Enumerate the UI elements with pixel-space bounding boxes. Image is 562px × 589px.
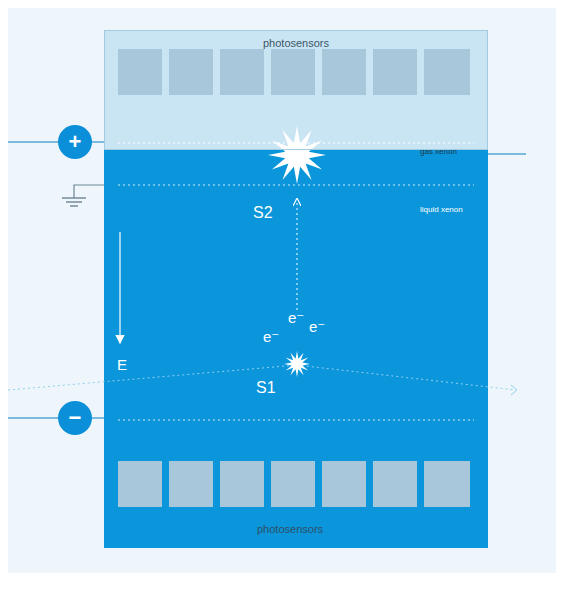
field-arrow <box>119 232 120 343</box>
node-text: photosensors <box>105 37 487 49</box>
cathode-terminal: − <box>58 401 92 435</box>
signal-label: S1 <box>256 380 276 396</box>
ground-wire <box>74 185 104 198</box>
ground-symbol <box>66 201 82 202</box>
liquid-region <box>104 150 488 548</box>
liquid-surface <box>118 185 474 186</box>
s2-flash <box>268 126 326 184</box>
anode-wire <box>488 153 526 154</box>
node-text: − <box>58 406 92 430</box>
cathode-grid <box>118 420 474 421</box>
photosensor-array <box>118 461 470 507</box>
ground-symbol <box>70 205 78 206</box>
photosensor-band: photosensors <box>104 30 488 150</box>
s1-flash <box>284 351 310 377</box>
node-text: + <box>58 130 92 154</box>
anode-terminal: + <box>58 125 92 159</box>
electron-label: e⁻ <box>309 319 325 334</box>
ground-symbol <box>62 197 86 198</box>
page-frame <box>8 8 556 573</box>
drift-path <box>297 202 298 310</box>
electron-label: e⁻ <box>263 329 279 344</box>
field-label: E <box>117 357 127 372</box>
phase-label: gas xenon <box>420 148 457 156</box>
photosensor-label: photosensors <box>257 524 323 535</box>
signal-label: S2 <box>253 205 273 221</box>
photosensor-array <box>118 49 470 95</box>
electron-label: e⁻ <box>288 310 304 325</box>
phase-label: liquid xenon <box>420 206 463 214</box>
track-arrow <box>511 385 517 395</box>
